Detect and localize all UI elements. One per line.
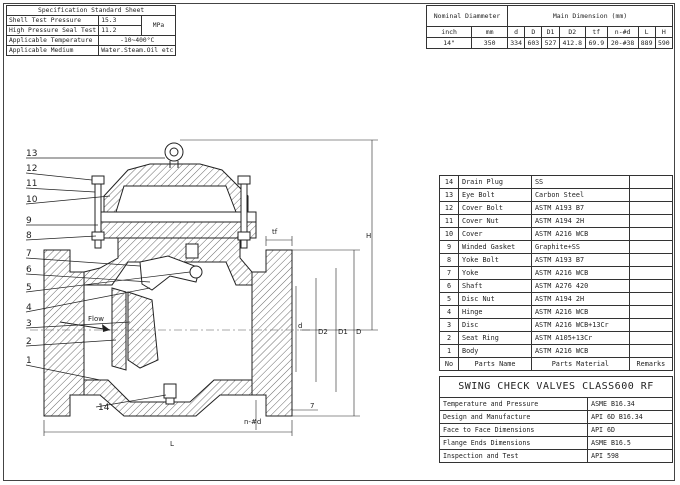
dim-D2: D2	[318, 328, 328, 336]
dim-H: H	[366, 232, 371, 240]
parts-header-no: No	[439, 357, 459, 371]
part-name: Body	[458, 344, 532, 358]
dimension-table: Nominal Diammeter Main Dimension (mm) in…	[425, 5, 674, 49]
flow-label: Flow	[88, 315, 104, 323]
standard-label: Inspection and Test	[438, 449, 589, 463]
dimension-labels: tf H d D2 D1 D L n-#d 7	[170, 228, 371, 448]
valve-body	[43, 163, 293, 417]
callout-14: 14	[98, 403, 110, 413]
callout-13: 13	[26, 149, 37, 159]
disc-assembly	[127, 243, 203, 369]
callout-9: 9	[26, 216, 32, 226]
callout-5: 5	[26, 283, 32, 293]
callout-12: 12	[26, 164, 37, 174]
value-cell: 590	[654, 37, 674, 49]
parts-header-material: Parts Material	[530, 357, 630, 371]
part-number: 5	[439, 292, 459, 306]
spec-sheet-table: Specification Standard Sheet Shell Test …	[5, 5, 177, 56]
callout-6: 6	[26, 265, 32, 275]
dimension-lines	[43, 139, 378, 436]
value-cell: 527	[541, 37, 560, 49]
parts-header-remarks: Remarks	[628, 357, 674, 371]
dim-nd: n-#d	[244, 418, 261, 426]
spec-label: Applicable Medium	[5, 45, 100, 56]
value-cell: 603	[524, 37, 543, 49]
cover-bolts	[91, 175, 251, 249]
drain-plug	[163, 383, 177, 399]
seat-ring	[111, 287, 127, 371]
bonnet-flange	[95, 211, 257, 223]
dim-tf: tf	[272, 228, 278, 236]
flow-arrow	[59, 321, 111, 332]
callout-7: 7	[26, 249, 32, 259]
dim-L: L	[170, 440, 174, 448]
drain-plug-tip	[165, 397, 175, 405]
body-flange	[95, 221, 257, 239]
value-cell: 20-#38	[606, 37, 639, 49]
callout-1: 1	[26, 356, 32, 366]
dim-D1: D1	[338, 328, 348, 336]
dim-d: d	[298, 322, 302, 330]
standard-value: API 598	[587, 449, 673, 463]
callout-labels: 13 12 11 10 9 8 7 6 5 4 3 2 1 14	[26, 149, 110, 413]
value-cell: 14"	[425, 37, 473, 49]
part-name: Cover	[458, 227, 532, 241]
callout-3: 3	[26, 319, 32, 329]
spec-value: Water.Steam.Oil etc	[98, 45, 177, 56]
callout-4: 4	[26, 303, 32, 313]
callout-11: 11	[26, 179, 37, 189]
callout-8: 8	[26, 231, 32, 241]
value-cell: 412.8	[558, 37, 586, 49]
standards-table: SWING CHECK VALVES CLASS600 RF Temperatu…	[438, 376, 673, 463]
dim-7: 7	[310, 402, 314, 410]
drawing-frame	[3, 3, 675, 481]
callout-10: 10	[26, 195, 38, 205]
value-cell: 334	[507, 37, 526, 49]
eye-bolt	[164, 142, 184, 168]
callout-2: 2	[26, 337, 32, 347]
dim-D: D	[356, 328, 361, 336]
parts-header-name: Parts Name	[458, 357, 532, 371]
callout-leaders	[25, 157, 191, 408]
